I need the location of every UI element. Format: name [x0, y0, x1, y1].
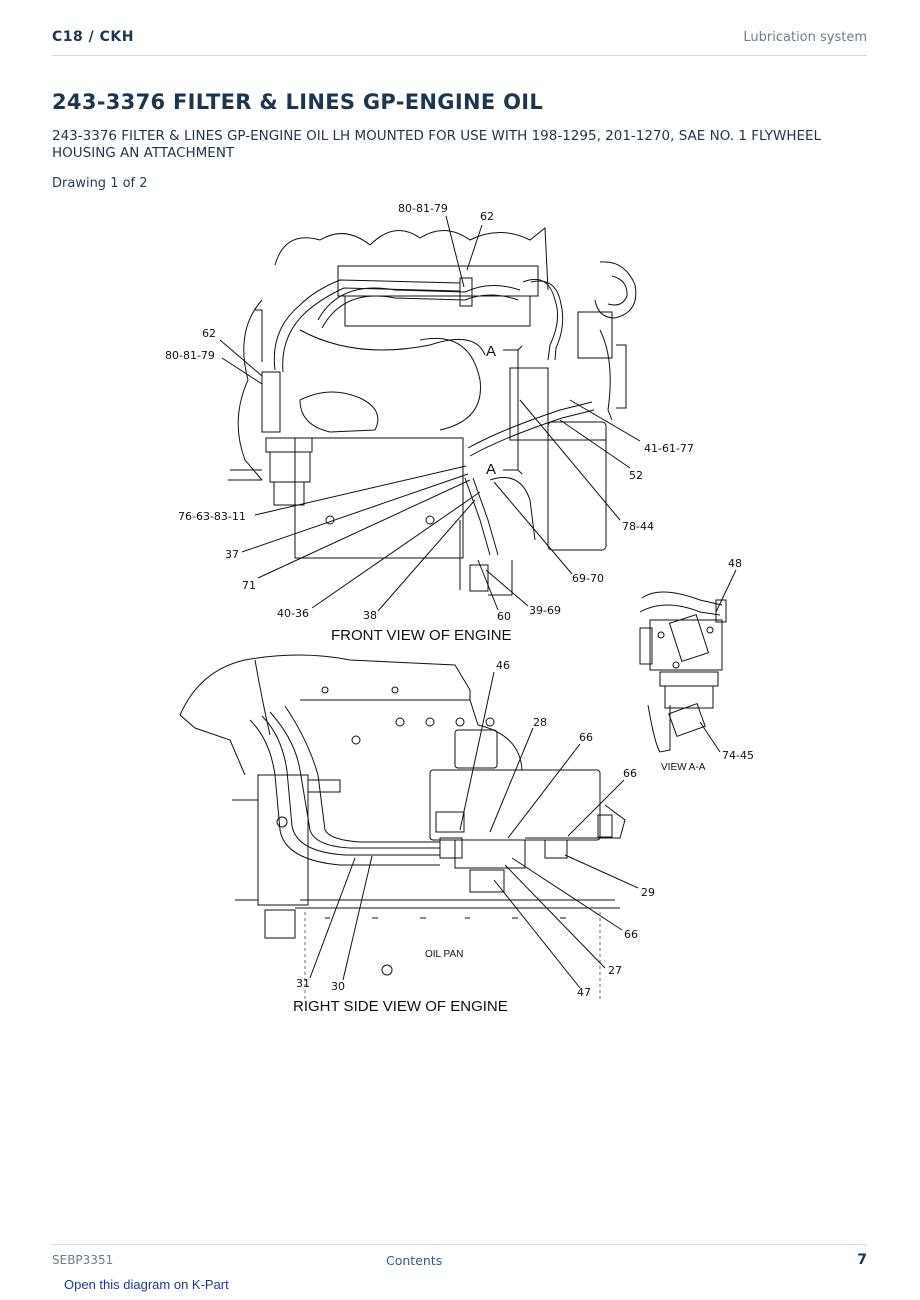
callout-74-45: 74-45	[722, 749, 754, 762]
section-mark-a-top: A	[486, 343, 496, 360]
callout-66-b: 66	[623, 767, 637, 780]
right-side-view-leaders	[309, 671, 639, 989]
front-view-label: FRONT VIEW OF ENGINE	[331, 627, 512, 644]
callout-48: 48	[728, 557, 742, 570]
callout-62-top: 62	[480, 210, 494, 223]
callout-69-70: 69-70	[572, 572, 604, 585]
callout-31: 31	[296, 977, 310, 990]
callout-40-36: 40-36	[277, 607, 309, 620]
callout-80-81-79-top: 80-81-79	[398, 202, 448, 215]
callout-46: 46	[496, 659, 510, 672]
page-subtitle: 243-3376 FILTER & LINES GP-ENGINE OIL LH…	[52, 128, 822, 161]
callout-29: 29	[641, 886, 655, 899]
view-aa-drawing	[639, 569, 737, 753]
front-view-leaders	[219, 215, 641, 612]
callout-47: 47	[577, 986, 591, 999]
footer-divider	[52, 1244, 867, 1245]
callout-37: 37	[225, 548, 239, 561]
oil-pan-label: OIL PAN	[425, 949, 463, 960]
callout-38: 38	[363, 609, 377, 622]
callout-76-63-83-11: 76-63-83-11	[178, 510, 246, 523]
callout-80-81-79-left: 80-81-79	[165, 349, 215, 362]
header-section: Lubrication system	[743, 30, 867, 45]
callout-41-61-77: 41-61-77	[644, 442, 694, 455]
page-number: 7	[857, 1252, 867, 1268]
right-side-view-label: RIGHT SIDE VIEW OF ENGINE	[293, 998, 508, 1015]
right-side-view-engine-drawing	[179, 654, 626, 1000]
header-model: C18 / CKH	[52, 29, 134, 45]
callout-27: 27	[608, 964, 622, 977]
section-mark-a-bottom: A	[486, 461, 496, 478]
callout-78-44: 78-44	[622, 520, 654, 533]
view-aa-label: VIEW A-A	[661, 762, 706, 773]
parts-diagram: A A 80-81-79 62 62 80-81-79 41-61-77 52 …	[165, 202, 754, 1015]
callout-39-69: 39-69	[529, 604, 561, 617]
callout-71: 71	[242, 579, 256, 592]
callout-52: 52	[629, 469, 643, 482]
callout-30: 30	[331, 980, 345, 993]
page-title: 243-3376 FILTER & LINES GP-ENGINE OIL	[52, 90, 544, 114]
callout-62-left: 62	[202, 327, 216, 340]
callout-66-c: 66	[624, 928, 638, 941]
callout-66-a: 66	[579, 731, 593, 744]
drawing-label: Drawing 1 of 2	[52, 176, 148, 191]
callout-28: 28	[533, 716, 547, 729]
kpart-link[interactable]: Open this diagram on K-Part	[64, 1277, 229, 1292]
footer-doc-id: SEBP3351	[52, 1253, 114, 1267]
front-view-engine-drawing: A A	[228, 226, 637, 596]
header-divider	[52, 55, 867, 56]
contents-link[interactable]: Contents	[386, 1253, 443, 1268]
callout-60: 60	[497, 610, 511, 623]
